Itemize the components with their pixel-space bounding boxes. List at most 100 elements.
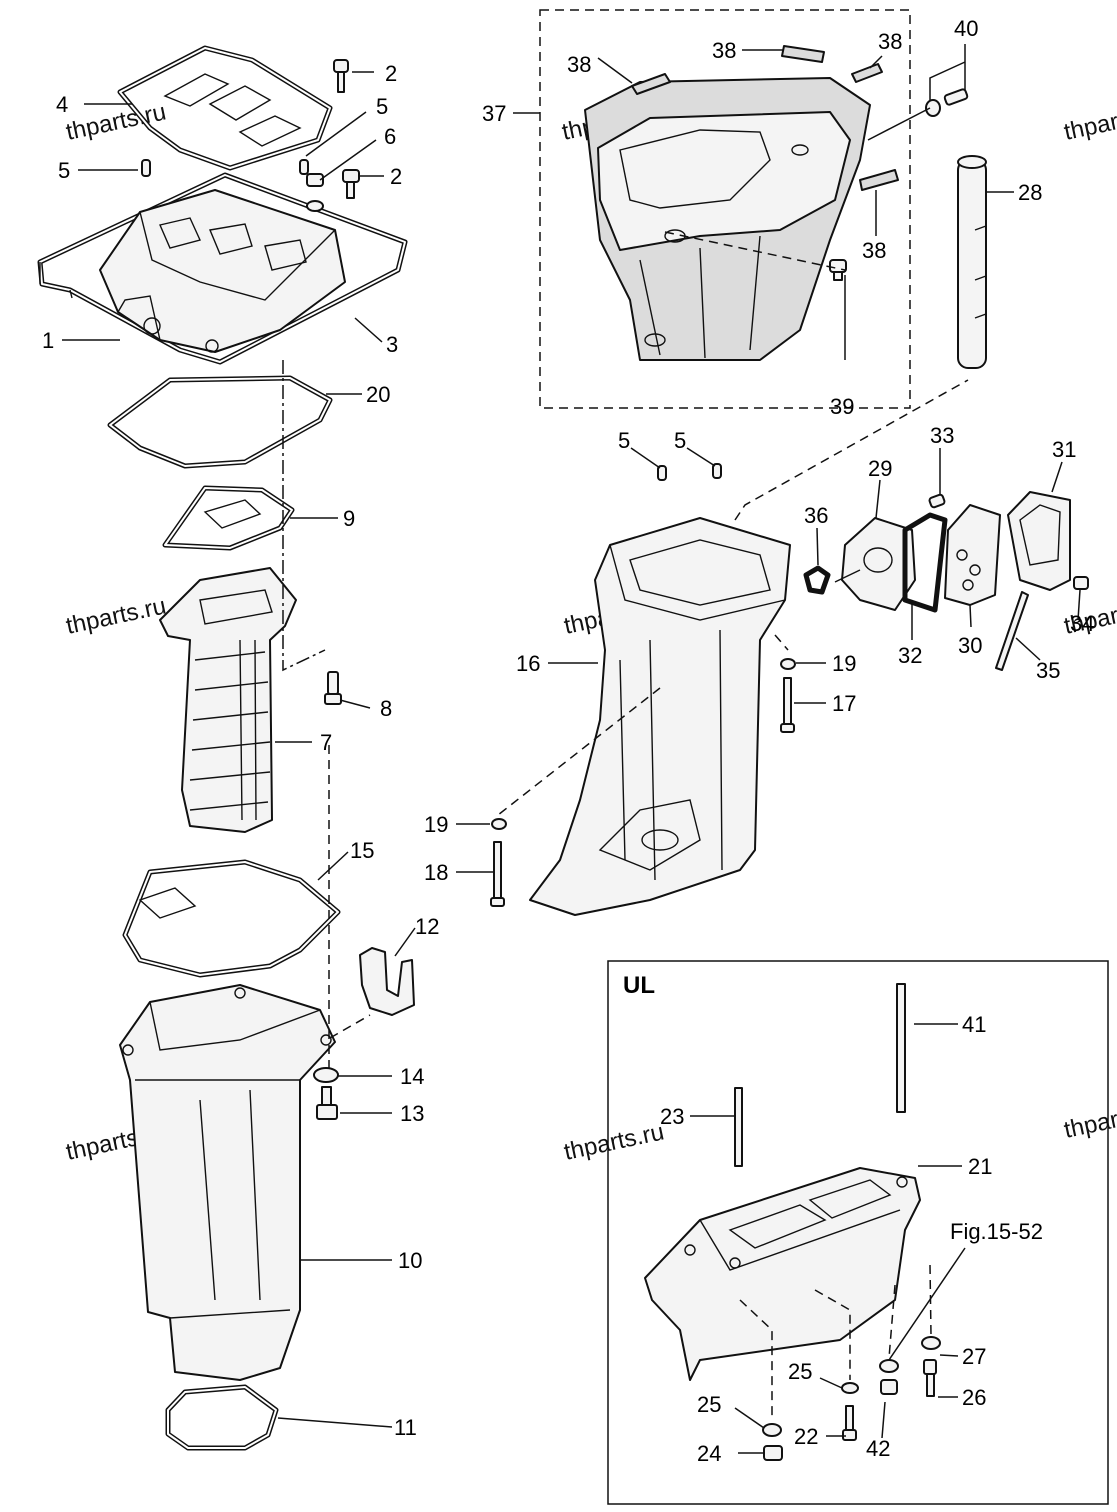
part-37-assembly-boundary bbox=[539, 9, 911, 409]
part-17-bolt bbox=[783, 677, 792, 727]
part-5-dowel-pin bbox=[299, 159, 309, 175]
callout-5: 5 bbox=[376, 94, 388, 119]
part-19-washer bbox=[491, 818, 507, 830]
part-25-washer bbox=[762, 1423, 782, 1437]
callout-15: 15 bbox=[350, 838, 374, 863]
fasteners-top-left bbox=[141, 59, 360, 212]
callout-32: 32 bbox=[898, 643, 922, 668]
part-18-bolt bbox=[493, 841, 502, 901]
part-9-gasket bbox=[162, 485, 295, 551]
callout-4: 4 bbox=[56, 92, 68, 117]
part-17-bolt-head bbox=[780, 723, 795, 733]
part-34-bolt bbox=[1073, 576, 1089, 590]
part-12-bracket bbox=[359, 947, 415, 1016]
part-28-water-tube bbox=[957, 155, 987, 369]
callout-38: 38 bbox=[567, 52, 591, 77]
part-26-bolt-shank bbox=[926, 1373, 935, 1397]
callout-18: 18 bbox=[424, 860, 448, 885]
leader-lines bbox=[62, 44, 1081, 1454]
callout-1: 1 bbox=[42, 328, 54, 353]
part-16-drive-shaft-housing bbox=[529, 517, 791, 916]
callout-38: 38 bbox=[862, 238, 886, 263]
callout-34: 34 bbox=[1070, 611, 1094, 636]
part-22-bolt bbox=[845, 1405, 854, 1433]
callout-2: 2 bbox=[390, 164, 402, 189]
part-2-bolt bbox=[342, 169, 360, 183]
part-3-frame-gasket bbox=[37, 172, 408, 365]
callout-37: 37 bbox=[482, 101, 506, 126]
callout-9: 9 bbox=[343, 506, 355, 531]
callout-24: 24 bbox=[697, 1441, 721, 1466]
part-4-upper-gasket bbox=[117, 45, 333, 171]
callout-14: 14 bbox=[400, 1064, 424, 1089]
callout-31: 31 bbox=[1052, 437, 1076, 462]
callout-22: 22 bbox=[794, 1424, 818, 1449]
part-10-oil-pan bbox=[119, 984, 336, 1381]
part-2-bolt-shank bbox=[337, 71, 345, 93]
callout-21: 21 bbox=[968, 1154, 992, 1179]
part-36-grommet bbox=[803, 565, 831, 595]
callout-42: 42 bbox=[866, 1436, 890, 1461]
part-6-washer bbox=[306, 200, 324, 212]
callout-17: 17 bbox=[832, 691, 856, 716]
callout-25: 25 bbox=[697, 1392, 721, 1417]
part-32-gasket bbox=[902, 512, 948, 613]
part-35-dipstick bbox=[995, 591, 1029, 671]
part-27-washer bbox=[921, 1336, 941, 1350]
part-41-stud bbox=[896, 983, 906, 1113]
figure-reference: Fig.15-52 bbox=[950, 1219, 1043, 1244]
part-14-washer bbox=[313, 1067, 339, 1083]
callout-20: 20 bbox=[366, 382, 390, 407]
part-22-bolt-head bbox=[842, 1429, 857, 1441]
part-2-bolt-shank bbox=[346, 181, 355, 199]
part-23-stud bbox=[734, 1087, 743, 1167]
part-15-gasket bbox=[122, 859, 341, 978]
callout-5: 5 bbox=[674, 428, 686, 453]
callout-12: 12 bbox=[415, 914, 439, 939]
callout-19: 19 bbox=[832, 651, 856, 676]
part-8-bolt bbox=[327, 671, 339, 695]
part-40-screw bbox=[943, 88, 969, 106]
part-38-seal-strips bbox=[631, 45, 899, 191]
part-25-washer bbox=[841, 1382, 859, 1394]
part-26-bolt bbox=[923, 1359, 937, 1375]
callout-numbers: 1 2 2 3 4 5 5 6 20 9 8 7 15 12 14 13 10 … bbox=[42, 16, 1094, 1466]
part-18-bolt-head bbox=[490, 897, 505, 907]
callout-41: 41 bbox=[962, 1012, 986, 1037]
part-13-bolt bbox=[321, 1086, 332, 1106]
part-39-bolt-shank bbox=[833, 271, 843, 281]
callout-5: 5 bbox=[618, 428, 630, 453]
part-2-bolt bbox=[333, 59, 349, 73]
callout-28: 28 bbox=[1018, 180, 1042, 205]
part-13-bolt-head bbox=[316, 1104, 338, 1120]
part-42-nut bbox=[880, 1379, 898, 1395]
callout-10: 10 bbox=[398, 1248, 422, 1273]
callout-6: 6 bbox=[384, 124, 396, 149]
callout-33: 33 bbox=[930, 423, 954, 448]
part-30-cover bbox=[944, 504, 1001, 606]
callout-25: 25 bbox=[788, 1359, 812, 1384]
part-6-bolt bbox=[306, 173, 324, 187]
part-37-lower-cover bbox=[584, 77, 871, 361]
callout-3: 3 bbox=[386, 332, 398, 357]
callout-27: 27 bbox=[962, 1344, 986, 1369]
part-40-washer bbox=[925, 99, 941, 117]
watermark: thparts.ru bbox=[562, 1118, 667, 1165]
callout-8: 8 bbox=[380, 696, 392, 721]
callout-16: 16 bbox=[516, 651, 540, 676]
part-20-gasket bbox=[107, 375, 333, 469]
part-11-seal bbox=[165, 1384, 279, 1451]
callout-39: 39 bbox=[830, 394, 854, 419]
callout-19: 19 bbox=[424, 812, 448, 837]
callout-13: 13 bbox=[400, 1101, 424, 1126]
callout-2: 2 bbox=[385, 61, 397, 86]
ul-inset-title: UL bbox=[623, 972, 655, 999]
callout-11: 11 bbox=[394, 1415, 417, 1440]
callout-38: 38 bbox=[712, 38, 736, 63]
callout-30: 30 bbox=[958, 633, 982, 658]
part-1-engine-adapter bbox=[99, 189, 346, 353]
part-24-nut bbox=[763, 1445, 783, 1461]
callout-40: 40 bbox=[954, 16, 978, 41]
callout-36: 36 bbox=[804, 503, 828, 528]
